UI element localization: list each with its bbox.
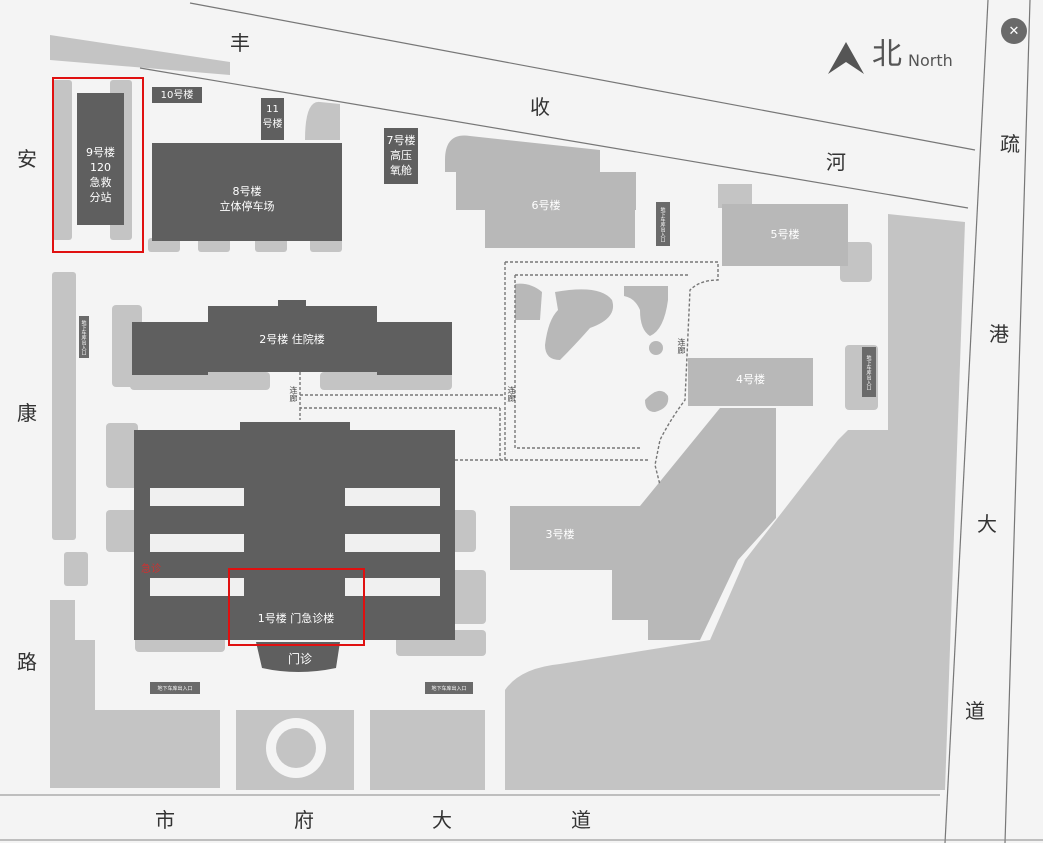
building-4-label: 4号楼 bbox=[736, 373, 765, 386]
building-5-label: 5号楼 bbox=[770, 228, 800, 241]
road-shugang-1: 疏 bbox=[1000, 132, 1020, 156]
building-5-shape bbox=[722, 204, 848, 266]
building-10-label: 10号楼 bbox=[160, 90, 194, 101]
outpatient-gate-label: 门诊 bbox=[287, 652, 312, 666]
north-cn: 北 bbox=[872, 37, 902, 72]
north-indicator: 北 North bbox=[826, 40, 953, 70]
road-ankang-3: 路 bbox=[17, 650, 37, 674]
building-8-label: 8号楼 立体停车场 bbox=[219, 185, 275, 213]
parking-entrance-6: 地下车库出入口 bbox=[656, 202, 670, 246]
building-9-shape bbox=[77, 93, 124, 225]
road-shugang-3: 大 bbox=[977, 512, 997, 536]
road-fengshouhe-2: 收 bbox=[530, 95, 550, 119]
corridor-label-1: 连廊 bbox=[289, 386, 298, 402]
north-en: North bbox=[908, 51, 953, 70]
road-ankang-2: 康 bbox=[17, 401, 37, 425]
outpatient-gate-shape bbox=[256, 642, 340, 672]
building-6-label: 6号楼 bbox=[531, 199, 561, 212]
corridor-label-2: 连廊 bbox=[507, 386, 516, 402]
road-shugang-2: 港 bbox=[989, 322, 1009, 346]
highlight-building-1 bbox=[228, 568, 365, 646]
building-9-label: 9号楼 120 急救 分站 bbox=[86, 146, 115, 204]
building-6-shape bbox=[456, 172, 636, 210]
building-3-label: 3号楼 bbox=[545, 528, 575, 541]
road-shugang-4: 道 bbox=[965, 699, 985, 723]
parking-entrance-east: 地下车库出入口 bbox=[862, 347, 876, 397]
close-icon[interactable]: ✕ bbox=[1001, 18, 1027, 44]
road-shifu-3: 大 bbox=[432, 808, 452, 832]
river-bank-north bbox=[189, 2, 976, 151]
road-shifu-1: 市 bbox=[155, 808, 175, 832]
parking-entrance-south-west: 地下车库出入口 bbox=[150, 682, 200, 694]
building-2-label: 2号楼 住院楼 bbox=[259, 333, 325, 346]
river-bank-south bbox=[139, 67, 969, 209]
building-1-label: 1号楼 门急诊楼 bbox=[257, 612, 335, 625]
building-7-label: 7号楼 高压 氧舱 bbox=[386, 134, 416, 177]
road-ankang-1: 安 bbox=[17, 147, 37, 171]
north-arrow-icon bbox=[828, 42, 864, 74]
building-4-shape bbox=[688, 358, 813, 406]
building-3-shape bbox=[510, 408, 776, 640]
building-11-label: 11 号楼 bbox=[262, 104, 283, 130]
building-2-shape bbox=[132, 300, 452, 375]
road-fengshouhe-1: 丰 bbox=[230, 31, 250, 55]
road-shifu-2: 府 bbox=[294, 808, 314, 832]
parking-entrance-west: 地下车库出入口 bbox=[79, 316, 89, 358]
road-fengshouhe-3: 河 bbox=[826, 150, 846, 174]
emergency-label: 急诊 bbox=[141, 564, 161, 575]
parking-entrance-south-east: 地下车库出入口 bbox=[425, 682, 473, 694]
corridor-label-3: 连廊 bbox=[677, 338, 686, 354]
highlight-building-9 bbox=[52, 77, 144, 253]
building-8-shape bbox=[152, 143, 342, 241]
road-shifu-4: 道 bbox=[571, 808, 591, 832]
